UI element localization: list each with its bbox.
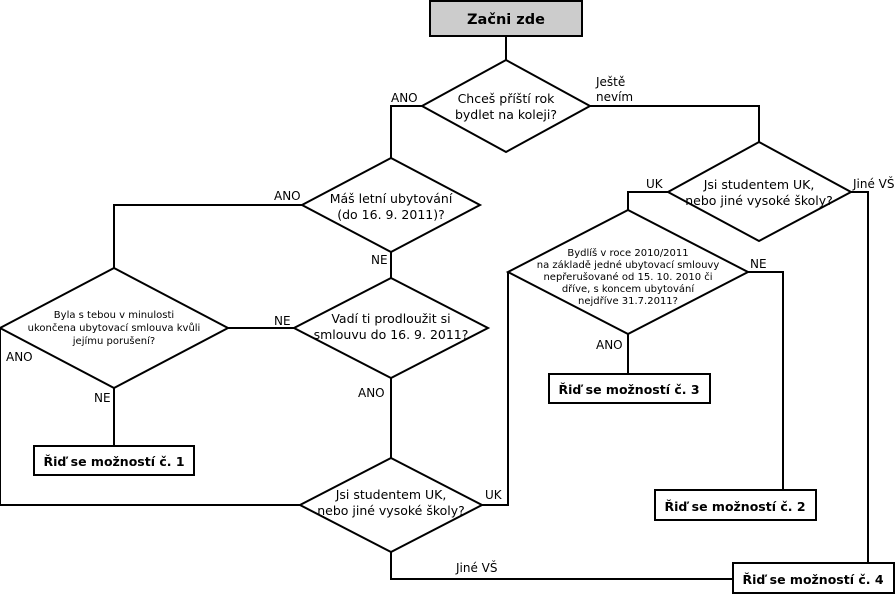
decision-prior-line3: nepřerušované od 15. 10. 2010 či xyxy=(543,271,712,283)
label-prior-ne: NE xyxy=(750,257,767,271)
connector-school-right-uk xyxy=(627,191,668,210)
decision-extend: Vadí ti prodloužit si smlouvu do 16. 9. … xyxy=(291,276,491,380)
outcome-option-2: Řiď se možností č. 2 xyxy=(654,489,817,521)
decision-prior-line1: Bydlíš v roce 2010/2011 xyxy=(567,247,688,259)
label-breach-ano: ANO xyxy=(6,350,33,364)
decision-school-bottom-line1: Jsi studentem UK, xyxy=(335,487,447,502)
outcome-option-3: Řiď se možností č. 3 xyxy=(548,373,711,404)
decision-breach-line3: jejímu porušení? xyxy=(72,335,155,347)
label-q1-nevim: nevím xyxy=(596,90,633,104)
connector-q1-ano xyxy=(390,105,422,158)
connector-breach-ano xyxy=(0,328,300,506)
decision-extend-line2: smlouvu do 16. 9. 2011? xyxy=(314,327,469,342)
decision-school-right-line1: Jsi studentem UK, xyxy=(703,177,815,192)
decision-prior-line5: nejdříve 31.7.2011? xyxy=(578,295,678,307)
decision-next-year: Chceš příští rok bydlet na koleji? xyxy=(419,58,593,154)
outcome-option-3-label: Řiď se možností č. 3 xyxy=(558,382,699,397)
decision-next-year-line2: bydlet na koleji? xyxy=(455,107,557,122)
connector-school-bottom-uk xyxy=(482,272,509,506)
label-breach-ne: NE xyxy=(94,391,111,405)
decision-school-right: Jsi studentem UK, nebo jiné vysoké školy… xyxy=(665,140,854,243)
start-label: Začni zde xyxy=(467,12,545,28)
outcome-option-4: Řiď se možností č. 4 xyxy=(732,562,895,594)
label-school-bottom-uk: UK xyxy=(485,488,503,502)
decision-extend-line1: Vadí ti prodloužit si xyxy=(331,311,450,326)
decision-breach-line1: Byla s tebou v minulosti xyxy=(54,310,174,321)
outcome-option-1-label: Řiď se možností č. 1 xyxy=(43,454,184,469)
decision-prior-line2: na základě jedné ubytovací smlouvy xyxy=(537,259,720,271)
label-q1-ano: ANO xyxy=(391,91,418,105)
decision-prior-line4: dříve, s koncem ubytování xyxy=(562,283,696,295)
outcome-option-2-label: Řiď se možností č. 2 xyxy=(664,499,805,514)
label-school-right-jine: Jiné VŠ xyxy=(852,176,895,191)
outcome-option-4-label: Řiď se možností č. 4 xyxy=(742,572,883,587)
connector-q1-nevim xyxy=(590,105,760,142)
label-prior-ano: ANO xyxy=(596,338,623,352)
outcome-option-1: Řiď se možností č. 1 xyxy=(33,445,195,476)
decision-summer: Máš letní ubytování (do 16. 9. 2011)? xyxy=(299,156,483,254)
connector-school-bottom-jine xyxy=(390,552,733,580)
decision-breach-line2: ukončena ubytovací smlouva kvůli xyxy=(28,322,201,334)
label-q1-jeste: Ještě xyxy=(595,75,625,89)
decision-school-bottom: Jsi studentem UK, nebo jiné vysoké školy… xyxy=(297,456,485,554)
connector-prior-ne xyxy=(748,271,784,490)
label-school-bottom-jine: Jiné VŠ xyxy=(455,560,498,575)
start-box: Začni zde xyxy=(429,0,583,37)
decision-school-right-line2: nebo jiné vysoké školy? xyxy=(685,193,833,208)
decision-school-bottom-line2: nebo jiné vysoké školy? xyxy=(317,503,465,518)
label-extend-ne: NE xyxy=(274,314,291,328)
label-extend-ano: ANO xyxy=(358,386,385,400)
connectors xyxy=(0,36,869,580)
connector-summer-ano xyxy=(113,204,302,268)
label-summer-ne: NE xyxy=(371,253,388,267)
label-school-right-uk: UK xyxy=(646,177,664,191)
decision-next-year-line1: Chceš příští rok xyxy=(458,91,556,106)
branch-labels: ANO Ještě nevím ANO NE UK Jiné VŠ NE ANO… xyxy=(6,75,895,575)
decision-summer-line2: (do 16. 9. 2011)? xyxy=(337,207,445,222)
label-summer-ano: ANO xyxy=(274,189,301,203)
decision-breach: Byla s tebou v minulosti ukončena ubytov… xyxy=(0,266,231,390)
decision-prior-contract: Bydlíš v roce 2010/2011 na základě jedné… xyxy=(505,208,751,336)
connector-school-right-jine xyxy=(851,191,869,563)
decision-summer-line1: Máš letní ubytování xyxy=(330,191,453,206)
